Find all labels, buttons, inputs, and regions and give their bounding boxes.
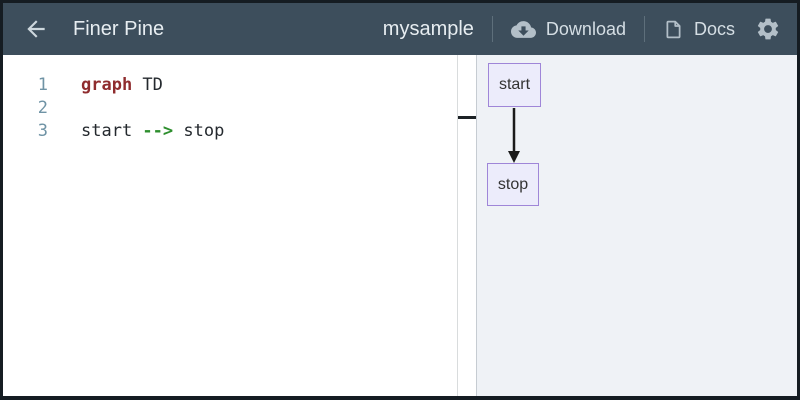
line-number: 3: [37, 121, 48, 141]
editor-line: 1 graph TD: [3, 74, 457, 97]
header-divider: [643, 16, 645, 42]
line-number: 1: [37, 75, 48, 95]
download-button[interactable]: Download: [510, 17, 626, 42]
diagram-node-stop: stop: [487, 163, 539, 206]
settings-gear-icon: [757, 18, 779, 40]
line-number: 2: [37, 98, 48, 118]
main-split: 1 graph TD 2 3 start --> stop start stop: [3, 55, 797, 396]
pane-splitter[interactable]: [457, 55, 476, 396]
docs-button[interactable]: Docs: [663, 19, 735, 40]
back-arrow-icon: [27, 20, 45, 38]
document-icon: [666, 20, 681, 38]
editor-line: 2: [3, 97, 457, 120]
download-label: Download: [545, 18, 626, 39]
back-button[interactable]: [23, 16, 49, 42]
code-text: graph TD: [81, 74, 163, 97]
cloud-download-icon: [510, 20, 536, 38]
plain-token: TD: [132, 75, 163, 95]
docs-label: Docs: [693, 18, 735, 39]
code-text: start --> stop: [81, 120, 224, 143]
keyword-token: graph: [81, 75, 133, 95]
document-name: mysample: [382, 17, 474, 40]
settings-button[interactable]: [755, 16, 781, 42]
diagram-node-start: start: [488, 63, 541, 107]
plain-token: stop: [173, 121, 225, 141]
app-header: Finer Pine mysample Download Docs: [3, 3, 797, 55]
plain-token: start: [81, 121, 143, 141]
header-divider: [491, 16, 493, 42]
editor-line: 3 start --> stop: [3, 120, 457, 143]
code-editor[interactable]: 1 graph TD 2 3 start --> stop: [3, 55, 457, 396]
arrow-operator-token: -->: [142, 121, 174, 141]
diagram-preview: start stop: [476, 55, 797, 396]
splitter-drag-handle[interactable]: [458, 116, 476, 119]
app-title: Finer Pine: [73, 17, 165, 40]
